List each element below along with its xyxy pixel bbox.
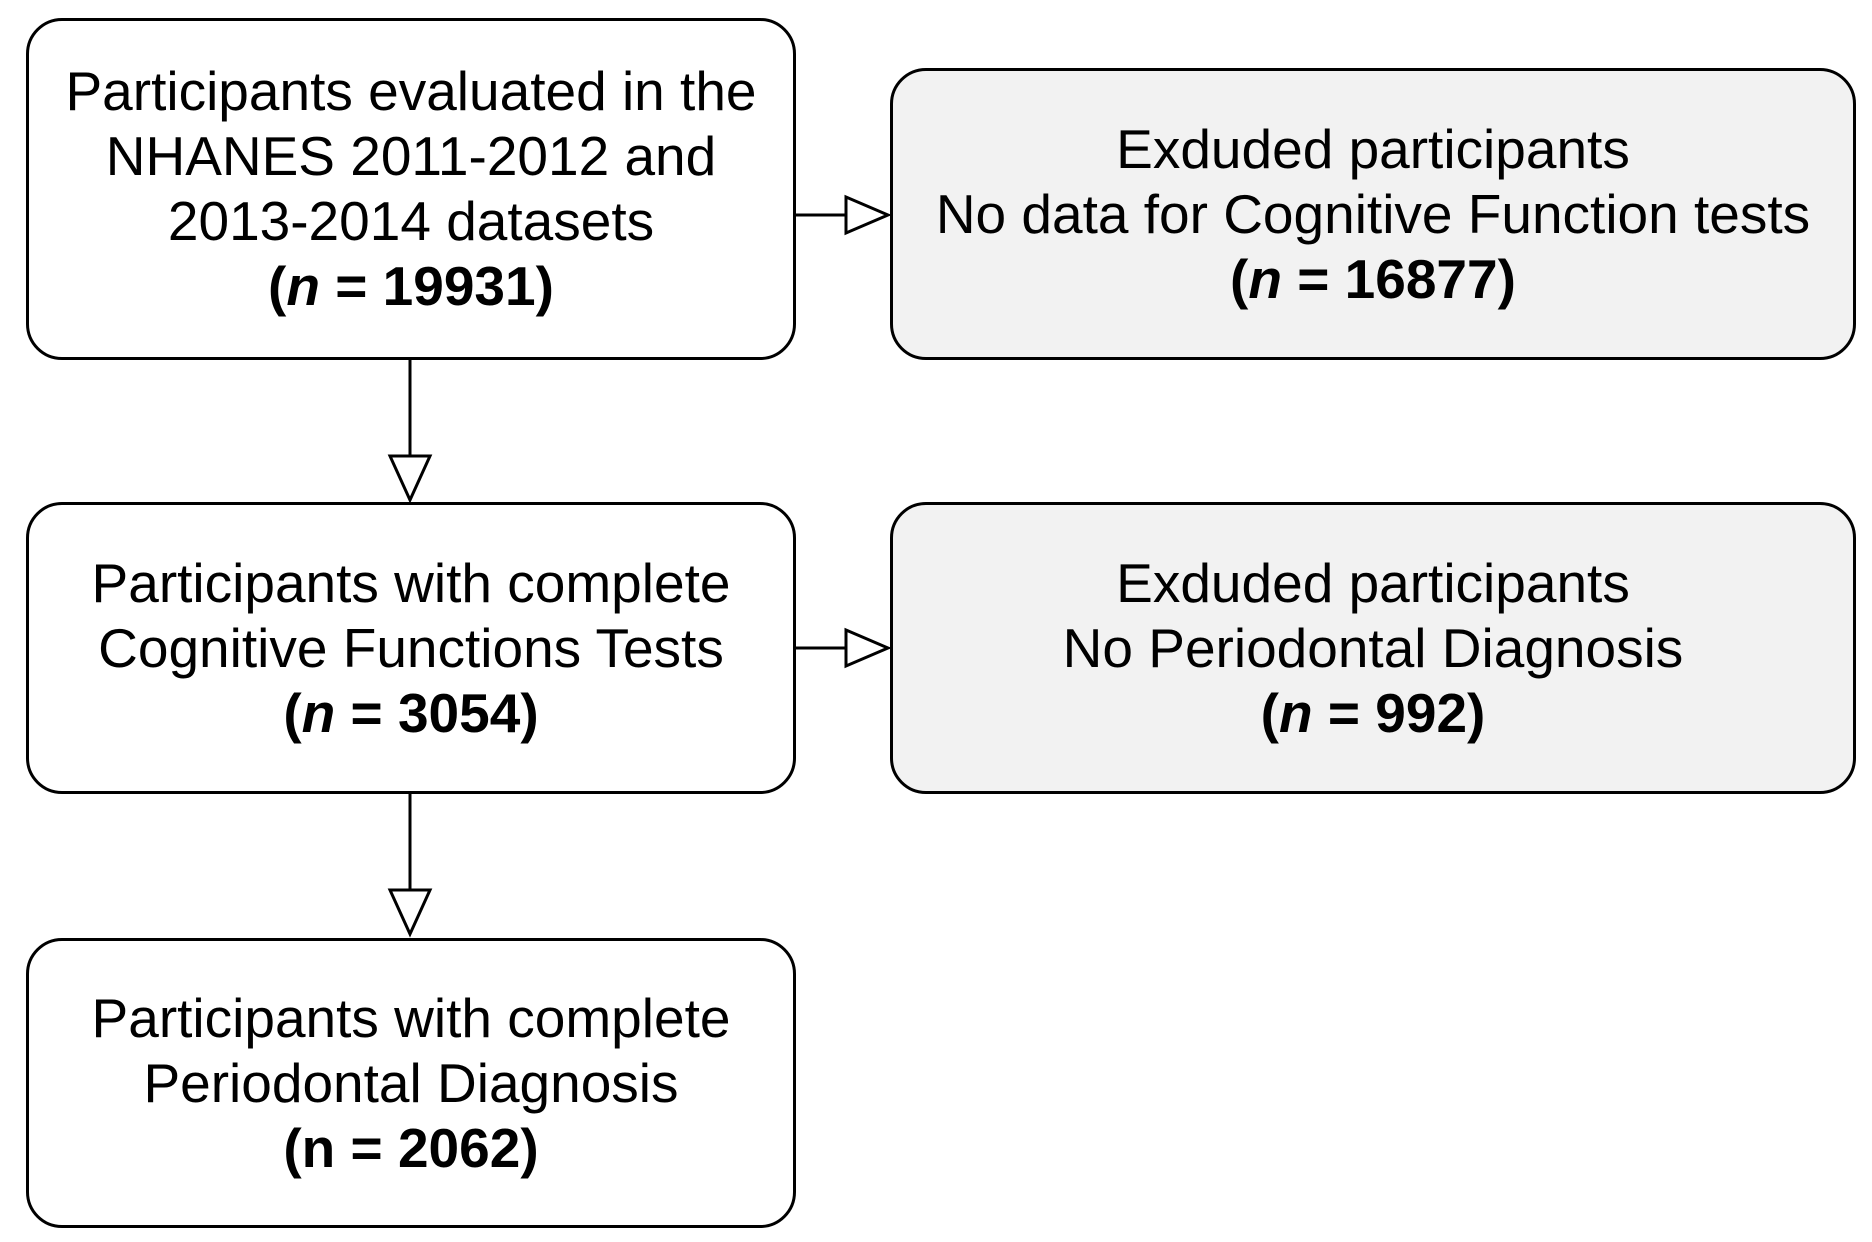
box-text-line: No Periodontal Diagnosis [1062,616,1684,679]
complete-cognitive-box: Participants with complete Cognitive Fun… [26,502,796,794]
box-text-line: Participants evaluated in the [65,60,757,122]
participant-count: (n = 3054) [283,681,539,744]
n-symbol: n [301,1116,336,1179]
box-text-line: Participants with complete [91,986,731,1049]
n-symbol: n [1278,681,1313,744]
count-value: 16877 [1344,247,1498,310]
box-text-line: Exduded participants [1116,551,1630,614]
n-symbol: n [1248,247,1282,310]
count-value: 992 [1375,681,1468,744]
box-text-line: No data for Cognitive Function tests [935,182,1811,245]
box-text-line: Cognitive Functions Tests [98,616,724,679]
excluded-cognitive-box: Exduded participants No data for Cogniti… [890,68,1856,360]
evaluated-participants-box: Participants evaluated in the NHANES 201… [26,18,796,360]
participant-count: (n = 992) [1260,681,1486,744]
arrowhead [387,888,433,938]
n-symbol: n [286,255,320,317]
count-value: 19931 [382,255,536,317]
n-symbol: n [301,681,336,744]
box-text-line: Periodontal Diagnosis [143,1051,679,1114]
participant-count: (n = 16877) [1230,247,1516,310]
arrowhead [844,194,892,236]
box-text-line: Participants with complete [91,551,731,614]
count-value: 3054 [397,681,521,744]
box-text-line: 2013-2014 datasets [167,190,655,252]
arrowhead [387,454,433,504]
box-text-line: Exduded participants [1116,117,1630,180]
excluded-periodontal-box: Exduded participants No Periodontal Diag… [890,502,1856,794]
complete-periodontal-box: Participants with complete Periodontal D… [26,938,796,1228]
count-value: 2062 [397,1116,521,1179]
arrowhead [844,627,892,669]
participant-count: (n = 19931) [268,255,554,317]
participant-count: (n = 2062) [283,1116,539,1179]
box-text-line: NHANES 2011-2012 and [105,125,717,187]
